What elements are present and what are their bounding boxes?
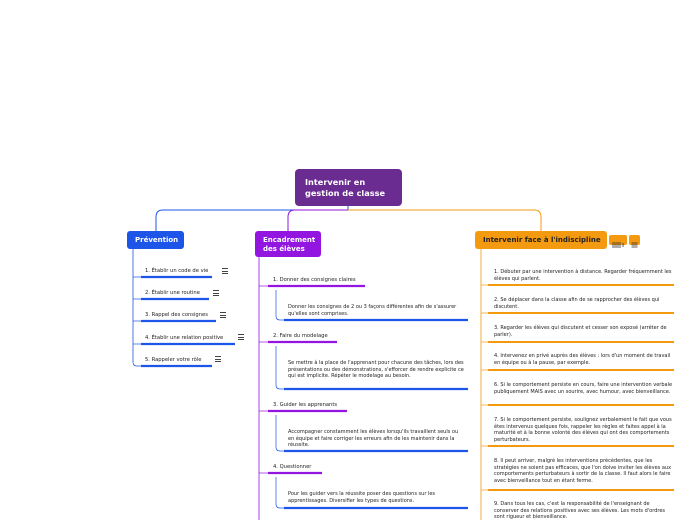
- intervenir-step-8[interactable]: 8. Il peut arriver, malgré les intervent…: [494, 458, 672, 484]
- encadrement-item-2[interactable]: 2. Faire du modelage: [273, 333, 328, 339]
- node-prevention[interactable]: Prévention: [127, 231, 184, 249]
- intervenir-step-4[interactable]: 4. Intervenez en privé auprès des élèves…: [494, 353, 671, 366]
- encadrement-detail-2[interactable]: Se mettre à la place de l'apprenant pour…: [288, 360, 464, 380]
- prevention-item-5[interactable]: 5. Rappeler votre rôle: [145, 357, 202, 363]
- prevention-item-3[interactable]: 3. Rappel des consignes: [145, 312, 208, 318]
- prevention-item-4[interactable]: 4. Établir une relation positive: [145, 335, 224, 341]
- connector-root-encadrement: [287, 209, 348, 231]
- note-icon[interactable]: [213, 290, 219, 296]
- note-icon[interactable]: [220, 312, 226, 318]
- connector-root-prevention: [155, 206, 349, 231]
- root-node[interactable]: Intervenir en gestion de classe: [295, 169, 402, 206]
- prevention-item-1[interactable]: 1. Établir un code de vie: [145, 268, 209, 274]
- prevention-item-2[interactable]: 2. Établir une routine: [145, 290, 200, 296]
- note-icon[interactable]: [222, 268, 228, 274]
- node-prevention-title: Prévention: [135, 236, 179, 244]
- list-icon[interactable]: [609, 235, 627, 248]
- intervenir-step-7[interactable]: 7. Si le comportement persiste, souligne…: [494, 417, 672, 443]
- node-intervenir[interactable]: Intervenir face à l'indiscipline: [475, 231, 607, 249]
- intervenir-step-1[interactable]: 1. Débuter par une intervention à distan…: [494, 269, 672, 282]
- intervenir-step-2[interactable]: 2. Se déplacer dans la classe afin de se…: [494, 297, 660, 310]
- encadrement-item-3[interactable]: 3. Guider les apprenants: [273, 402, 338, 408]
- intervenir-step-3[interactable]: 3. Regarder les élèves qui discutent et …: [494, 325, 667, 338]
- prevention-underlines: [141, 275, 235, 368]
- node-encadrement-title: Encadrement des élèves: [263, 236, 316, 253]
- connector-root-intervenir: [348, 209, 542, 231]
- node-intervenir-title: Intervenir face à l'indiscipline: [483, 236, 601, 244]
- encadrement-item-1[interactable]: 1. Donner des consignes claires: [273, 277, 356, 283]
- node-encadrement[interactable]: Encadrement des élèves: [255, 231, 321, 257]
- root-title: Intervenir en gestion de classe: [305, 177, 386, 198]
- encadrement-item-4[interactable]: 4. Questionner: [273, 464, 312, 470]
- note-icon[interactable]: [238, 334, 244, 340]
- intervenir-step-9[interactable]: 9. Dans tous les cas, c'est la responsab…: [494, 501, 665, 521]
- encadrement-detail-4[interactable]: Pour les guider vers la réussite poser d…: [288, 491, 436, 504]
- encadrement-detail-1[interactable]: Donner les consignes de 2 ou 3 façons di…: [288, 304, 457, 317]
- note-icon[interactable]: [629, 235, 640, 248]
- intervenir-step-6[interactable]: 6. Si le comportement persiste en cours,…: [494, 382, 673, 395]
- note-icon[interactable]: [215, 356, 221, 362]
- encadrement-detail-3[interactable]: Accompagner constamment les élèves lorsq…: [288, 429, 459, 449]
